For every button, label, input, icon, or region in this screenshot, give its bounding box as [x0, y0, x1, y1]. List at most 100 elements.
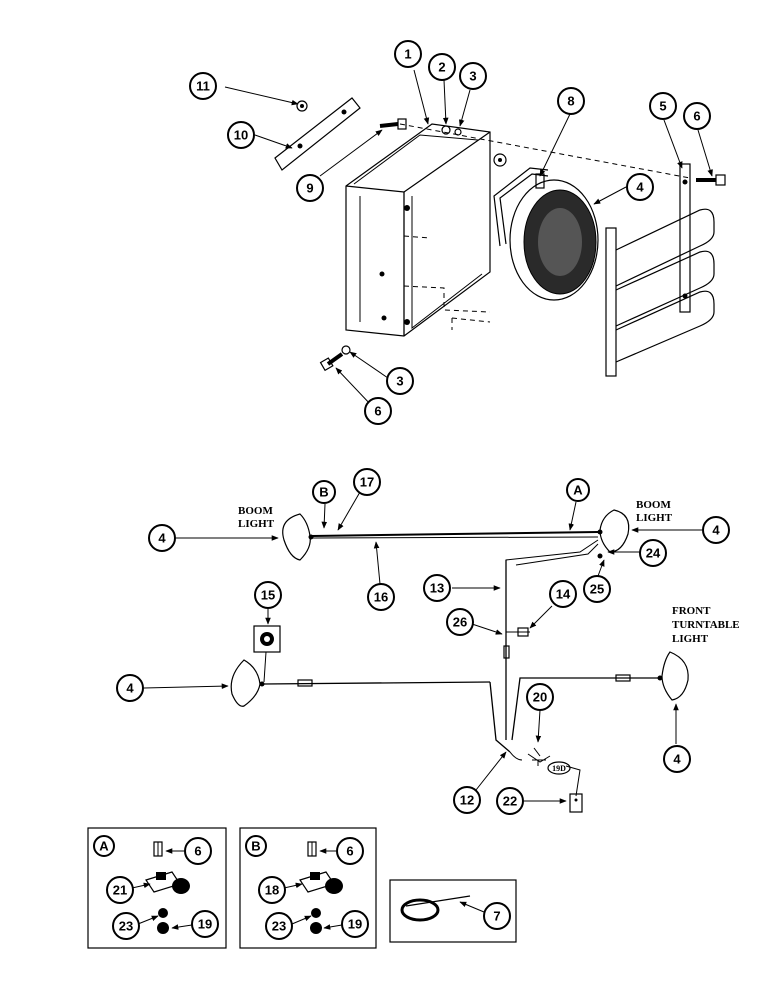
svg-text:19D: 19D	[552, 764, 566, 773]
callout-24: 24	[639, 539, 667, 567]
lamp-guard	[605, 163, 715, 377]
svg-text:1: 1	[404, 47, 411, 62]
svg-text:18: 18	[265, 883, 279, 898]
svg-text:20: 20	[533, 690, 547, 705]
nut-11	[296, 100, 308, 112]
svg-text:11: 11	[196, 79, 210, 94]
callout-6-top: 6	[683, 102, 711, 130]
svg-text:8: 8	[567, 94, 574, 109]
bolt-2-washer-3	[441, 125, 507, 167]
svg-text:LIGHT: LIGHT	[238, 518, 275, 530]
boom-light-left	[282, 513, 314, 561]
detail-b-callout-19: 19	[341, 910, 369, 938]
svg-text:B: B	[319, 485, 328, 500]
switch-panel	[253, 625, 281, 683]
light-bracket-exploded-view	[224, 69, 726, 407]
detail-a-callout-19: 19	[191, 910, 219, 938]
svg-text:13: 13	[430, 581, 444, 596]
svg-text:3: 3	[469, 69, 476, 84]
svg-text:5: 5	[659, 99, 666, 114]
callout-4-boom-left: 4	[148, 524, 176, 552]
detail-a-callout-6: 6	[184, 837, 212, 865]
svg-text:A: A	[573, 483, 583, 498]
svg-text:6: 6	[374, 404, 381, 419]
callout-10: 10	[227, 121, 255, 149]
svg-text:TURNTABLE: TURNTABLE	[672, 619, 740, 631]
svg-text:6: 6	[346, 844, 353, 859]
svg-text:21: 21	[113, 883, 127, 898]
svg-text:19: 19	[198, 917, 212, 932]
callout-3-top: 3	[459, 62, 487, 90]
turntable-light-left	[230, 659, 265, 707]
callout-26: 26	[446, 608, 474, 636]
wiring-diagram: 19D	[143, 491, 702, 813]
detail-box-b	[239, 827, 377, 949]
strap-plate	[274, 97, 361, 171]
svg-text:25: 25	[590, 582, 604, 597]
detail-a-label: A	[93, 835, 115, 857]
callout-B: B	[312, 480, 336, 504]
svg-text:FRONT: FRONT	[672, 605, 711, 617]
callout-20: 20	[526, 683, 554, 711]
callout-4-front: 4	[663, 745, 691, 773]
svg-text:B: B	[251, 839, 260, 854]
callout-5: 5	[649, 92, 677, 120]
callout-11: 11	[189, 72, 217, 100]
bolt-6-guard	[696, 174, 726, 186]
light-housing-box	[345, 123, 491, 337]
svg-text:4: 4	[126, 681, 134, 696]
detail-a-callout-23: 23	[112, 912, 140, 940]
callout-9: 9	[296, 174, 324, 202]
svg-text:6: 6	[194, 844, 201, 859]
detail-box-cable-tie	[389, 879, 517, 943]
boom-light-label-right: BOOM LIGHT	[636, 499, 673, 524]
front-turntable-light-label: FRONT TURNTABLE LIGHT	[672, 605, 740, 645]
callout-4-turntable-left: 4	[116, 674, 144, 702]
detail-b-label: B	[245, 835, 267, 857]
svg-text:15: 15	[261, 588, 275, 603]
svg-text:4: 4	[636, 180, 644, 195]
callout-12: 12	[453, 786, 481, 814]
lamp-sealed-beam	[509, 179, 599, 301]
svg-text:7: 7	[493, 909, 500, 924]
detail-cable-tie-callout-7: 7	[483, 902, 511, 930]
boom-light-label-left: BOOM LIGHT	[238, 505, 275, 530]
bolt-9	[379, 118, 407, 130]
svg-text:BOOM: BOOM	[238, 505, 273, 517]
detail-b-callout-6: 6	[336, 837, 364, 865]
callout-4-boom-right: 4	[702, 516, 730, 544]
callout-25: 25	[583, 575, 611, 603]
svg-text:24: 24	[646, 546, 661, 561]
svg-text:16: 16	[374, 590, 388, 605]
callout-2: 2	[428, 53, 456, 81]
svg-text:6: 6	[693, 109, 700, 124]
svg-text:17: 17	[360, 475, 374, 490]
svg-text:12: 12	[460, 793, 474, 808]
svg-text:26: 26	[453, 615, 467, 630]
callout-16: 16	[367, 583, 395, 611]
callout-13: 13	[423, 574, 451, 602]
svg-text:23: 23	[119, 919, 133, 934]
svg-text:14: 14	[556, 587, 571, 602]
boom-light-right	[597, 509, 630, 553]
detail-b-callout-18: 18	[258, 876, 286, 904]
callout-4-top: 4	[626, 173, 654, 201]
detail-a-callout-21: 21	[106, 876, 134, 904]
callout-6-bottom: 6	[364, 397, 392, 425]
svg-text:4: 4	[673, 752, 681, 767]
callout-A: A	[566, 478, 590, 502]
svg-text:10: 10	[234, 128, 248, 143]
detail-box-a	[87, 827, 227, 949]
callout-3-bottom: 3	[386, 367, 414, 395]
svg-text:22: 22	[503, 794, 517, 809]
svg-text:2: 2	[438, 60, 445, 75]
connector-19d: 19D	[547, 761, 571, 775]
callout-22: 22	[496, 787, 524, 815]
svg-text:LIGHT: LIGHT	[636, 512, 673, 524]
svg-text:9: 9	[306, 181, 313, 196]
svg-text:19: 19	[348, 917, 362, 932]
svg-text:23: 23	[272, 919, 286, 934]
front-turntable-light	[657, 651, 689, 701]
svg-text:3: 3	[396, 374, 403, 389]
svg-text:BOOM: BOOM	[636, 499, 671, 511]
